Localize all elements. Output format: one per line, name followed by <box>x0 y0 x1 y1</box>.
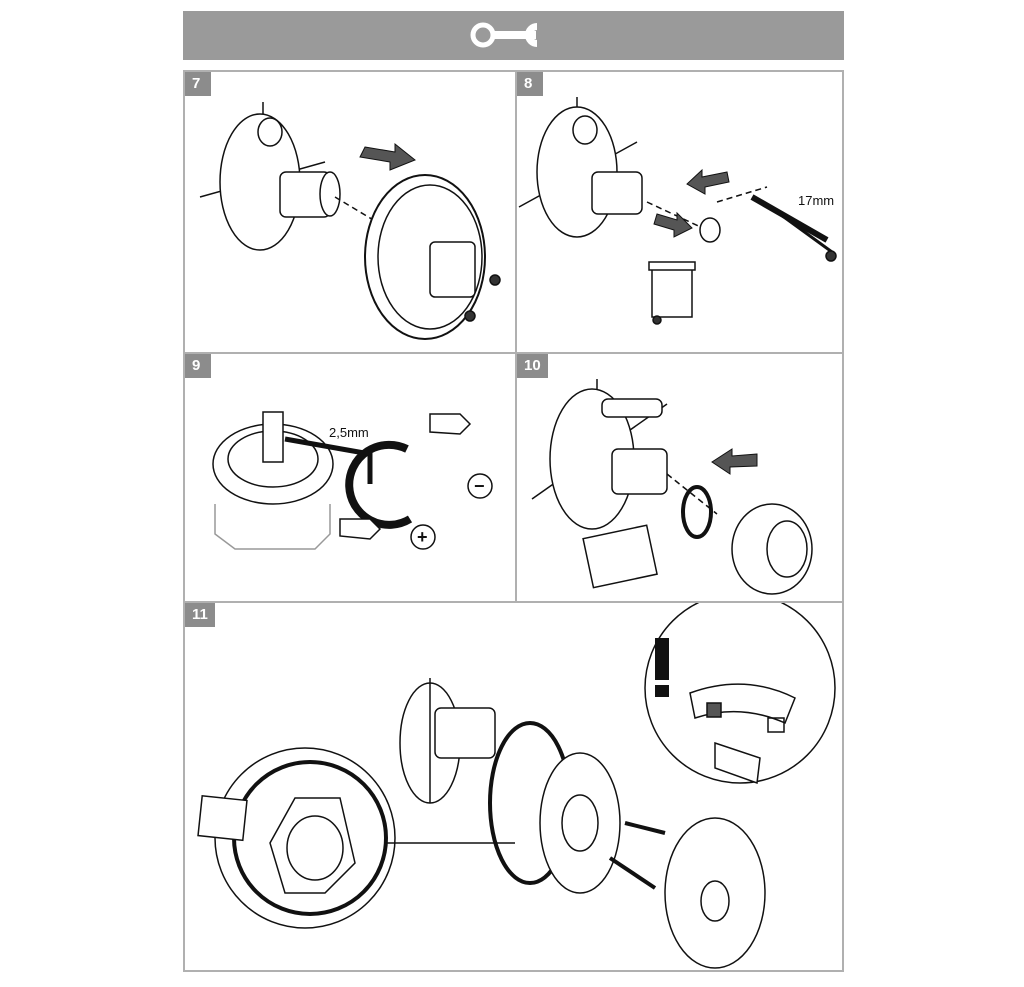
size-label: 2,5mm <box>329 425 369 440</box>
step-8-panel: 8 17mm <box>515 70 844 354</box>
step-7-panel: 7 <box>183 70 517 354</box>
step-8-illustration <box>518 97 837 325</box>
step-number: 9 <box>185 354 211 378</box>
step-9-illustration <box>212 411 493 550</box>
step-11-panel: 11 <box>183 601 844 972</box>
step-number: 8 <box>517 72 543 96</box>
warning-icon <box>655 638 669 680</box>
wrench-icon <box>470 22 537 48</box>
header-bar <box>183 11 844 60</box>
step-7-illustration <box>199 102 501 340</box>
step-number: 7 <box>185 72 211 96</box>
step-number: 10 <box>517 354 548 378</box>
step-11-illustration <box>197 603 836 969</box>
step-number: 11 <box>185 603 215 627</box>
plus-symbol: + <box>417 527 428 547</box>
minus-symbol: − <box>474 476 485 496</box>
step-10-illustration <box>531 379 813 595</box>
step-10-panel: 10 <box>515 352 844 603</box>
step-9-panel: 9 2,5mm − + <box>183 352 517 603</box>
size-label: 17mm <box>798 193 835 208</box>
